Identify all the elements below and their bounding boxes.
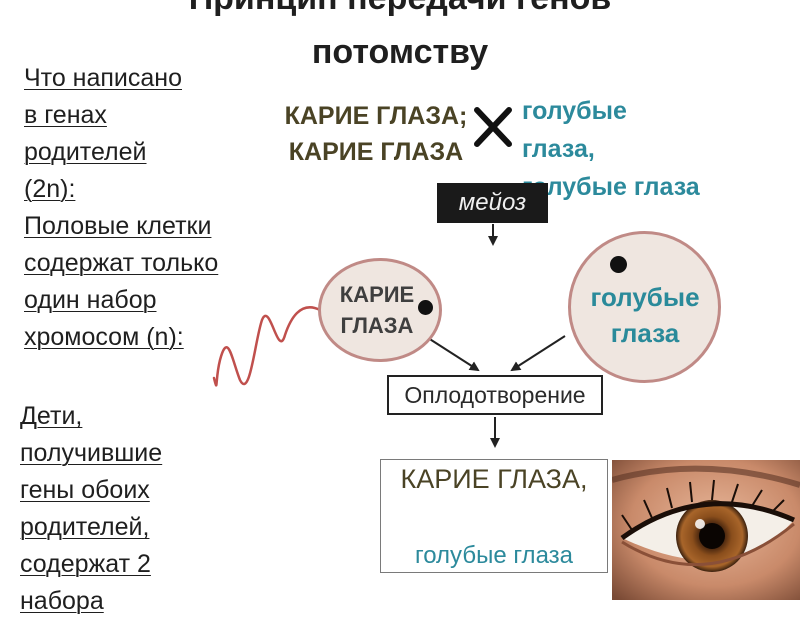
left-text-line: гены обоих xyxy=(20,476,150,504)
child-genes-box xyxy=(380,459,608,573)
left-text-line: содержат только xyxy=(24,249,219,277)
child-brown-genes: КАРИЕ ГЛАЗА, xyxy=(400,464,588,494)
cross-icon xyxy=(474,107,512,147)
page-title-line1: Принцип передачи генов xyxy=(0,0,800,18)
left-text-line: Половые клетки xyxy=(24,212,212,240)
left-text-children: Дети, получившие гены обоих родителей, с… xyxy=(20,398,162,620)
left-text-line: в генах xyxy=(24,101,107,129)
gamete-blue-label: голубые глаза xyxy=(590,282,700,348)
parent-blue-line: глаза, xyxy=(522,135,595,163)
parent-blue-line: голубые глаза xyxy=(522,173,700,201)
gamete-brown-label: КАРИЕ ГЛАЗА xyxy=(339,282,415,338)
parent-blue-line: голубые xyxy=(522,97,627,125)
left-text-line: родителей, xyxy=(20,513,150,541)
arrow-right-gamete-to-fertilization xyxy=(510,335,566,372)
diagram-connectors xyxy=(212,224,566,448)
left-text-line: содержат 2 xyxy=(20,550,151,578)
page-title-line2: потомству xyxy=(311,33,489,71)
left-text-line: Дети, xyxy=(20,402,83,430)
left-text-line: родителей xyxy=(24,138,147,166)
left-text-line: хромосом (n): xyxy=(24,323,184,351)
parent-brown-genes: КАРИЕ ГЛАЗА; КАРИЕ ГЛАЗА xyxy=(284,102,468,166)
brown-eye-photo xyxy=(612,460,800,600)
gamete-cell-blue xyxy=(568,231,721,383)
left-text-line: один набор xyxy=(24,286,157,314)
left-text-line: (2n): xyxy=(24,175,76,203)
left-text-line: набора xyxy=(20,587,104,615)
arrow-left-gamete-to-fertilization xyxy=(424,335,480,372)
meiosis-label: мейоз xyxy=(437,183,548,223)
left-text-parents-gametes: Что написано в генах родителей (2n): Пол… xyxy=(24,60,218,356)
parent-blue-genes: голубые глаза, голубые глаза xyxy=(522,92,700,206)
sperm-tail xyxy=(212,306,322,387)
nucleus-dot xyxy=(610,256,627,273)
left-text-line: получившие xyxy=(20,439,163,467)
child-blue-genes: голубые глаза xyxy=(415,542,573,569)
fertilization-label: Оплодотворение xyxy=(387,375,603,415)
nucleus-dot xyxy=(418,300,433,315)
left-text-line: Что написано xyxy=(24,64,183,92)
